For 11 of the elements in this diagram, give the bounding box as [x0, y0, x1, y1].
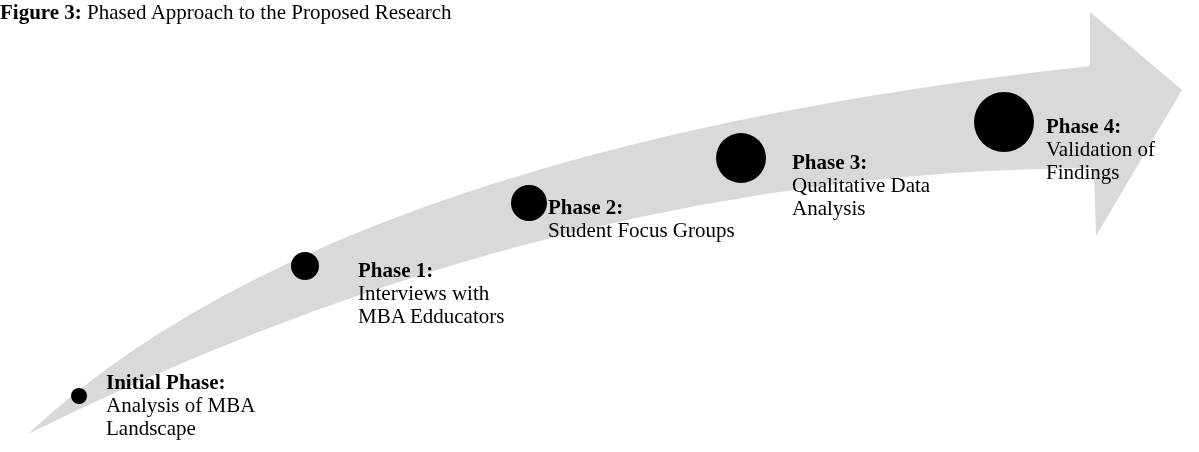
- phase-description: Qualitative Data Analysis: [792, 174, 932, 220]
- phase-heading: Phase 1:: [358, 259, 435, 282]
- figure-title: Figure 3: Phased Approach to the Proposed Research: [0, 0, 452, 25]
- phase-heading: Phase 2:: [548, 196, 625, 219]
- phase-heading: Initial Phase:: [106, 371, 227, 394]
- phase-description: Student Focus Groups: [548, 219, 736, 242]
- phase-description: Analysis of MBA Landscape: [106, 394, 256, 440]
- phase-heading: Phase 4:: [1046, 115, 1123, 138]
- phase-description: Validation of Findings: [1046, 138, 1157, 184]
- phase-description: Interviews with MBA Edducators: [358, 282, 506, 328]
- phase-heading: Phase 3:: [792, 151, 869, 174]
